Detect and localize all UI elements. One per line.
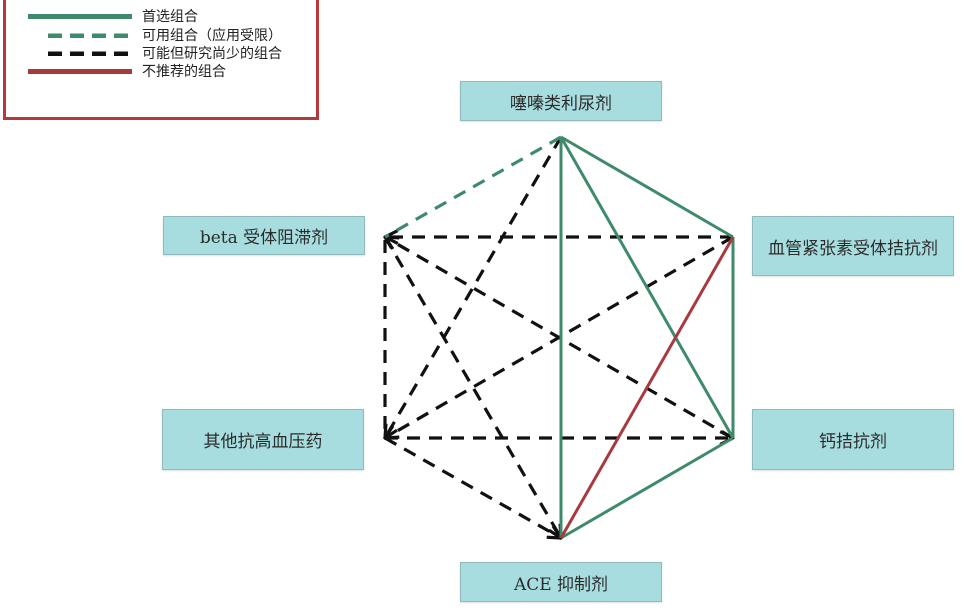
edge-arb-ace bbox=[559, 236, 735, 539]
legend-label: 可能但研究尚少的组合 bbox=[142, 46, 282, 62]
legend: 首选组合 可用组合（应用受限） 可能但研究尚少的组合 不推荐的组合 bbox=[3, 0, 319, 120]
legend-item-not-recommended: 不推荐的组合 bbox=[6, 63, 306, 83]
legend-item-limited: 可用组合（应用受限） bbox=[6, 27, 306, 47]
node-arb: 血管紧张素受体拮抗剂 bbox=[752, 216, 954, 276]
node-label: ACE 抑制剂 bbox=[513, 574, 609, 595]
edge-thiazide-other bbox=[385, 136, 563, 438]
node-label: 噻嗪类利尿剂 bbox=[510, 93, 612, 114]
node-label: 钙拮抗剂 bbox=[819, 432, 887, 452]
edge-thiazide-beta bbox=[384, 135, 562, 239]
legend-dashed-green-line bbox=[48, 33, 132, 38]
node-label: beta 受体阻滞剂 bbox=[199, 228, 329, 248]
legend-solid-green-line bbox=[28, 14, 132, 19]
edge-thiazide-arb bbox=[560, 135, 734, 239]
edge-other-ace bbox=[384, 436, 561, 538]
legend-dashed-black-line bbox=[48, 51, 132, 56]
legend-label: 首选组合 bbox=[142, 9, 198, 25]
node-ccb: 钙拮抗剂 bbox=[752, 409, 954, 470]
node-other-antihypertensive: 其他抗高血压药 bbox=[162, 409, 364, 470]
node-label: 血管紧张素受体拮抗剂 bbox=[768, 238, 938, 259]
edge-arb-other bbox=[385, 235, 734, 438]
edge-ccb-ace bbox=[560, 436, 734, 540]
preferred-combination-lines bbox=[559, 135, 735, 540]
legend-item-possible: 可能但研究尚少的组合 bbox=[6, 45, 306, 65]
not-recommended-combination-lines bbox=[559, 236, 735, 539]
node-beta-blocker: beta 受体阻滞剂 bbox=[163, 216, 365, 255]
legend-label: 不推荐的组合 bbox=[142, 64, 226, 80]
edge-thiazide-ccb bbox=[559, 136, 735, 439]
legend-item-preferred: 首选组合 bbox=[6, 8, 306, 28]
legend-label: 可用组合（应用受限） bbox=[142, 28, 282, 44]
possible-combination-lines bbox=[383, 136, 734, 538]
node-ace-inhibitor: ACE 抑制剂 bbox=[460, 562, 662, 602]
edge-beta-ace bbox=[383, 236, 561, 538]
node-thiazide-diuretic: 噻嗪类利尿剂 bbox=[460, 81, 662, 121]
limited-combination-lines bbox=[384, 135, 562, 239]
legend-solid-red-line bbox=[28, 69, 132, 74]
node-label: 其他抗高血压药 bbox=[203, 432, 323, 452]
